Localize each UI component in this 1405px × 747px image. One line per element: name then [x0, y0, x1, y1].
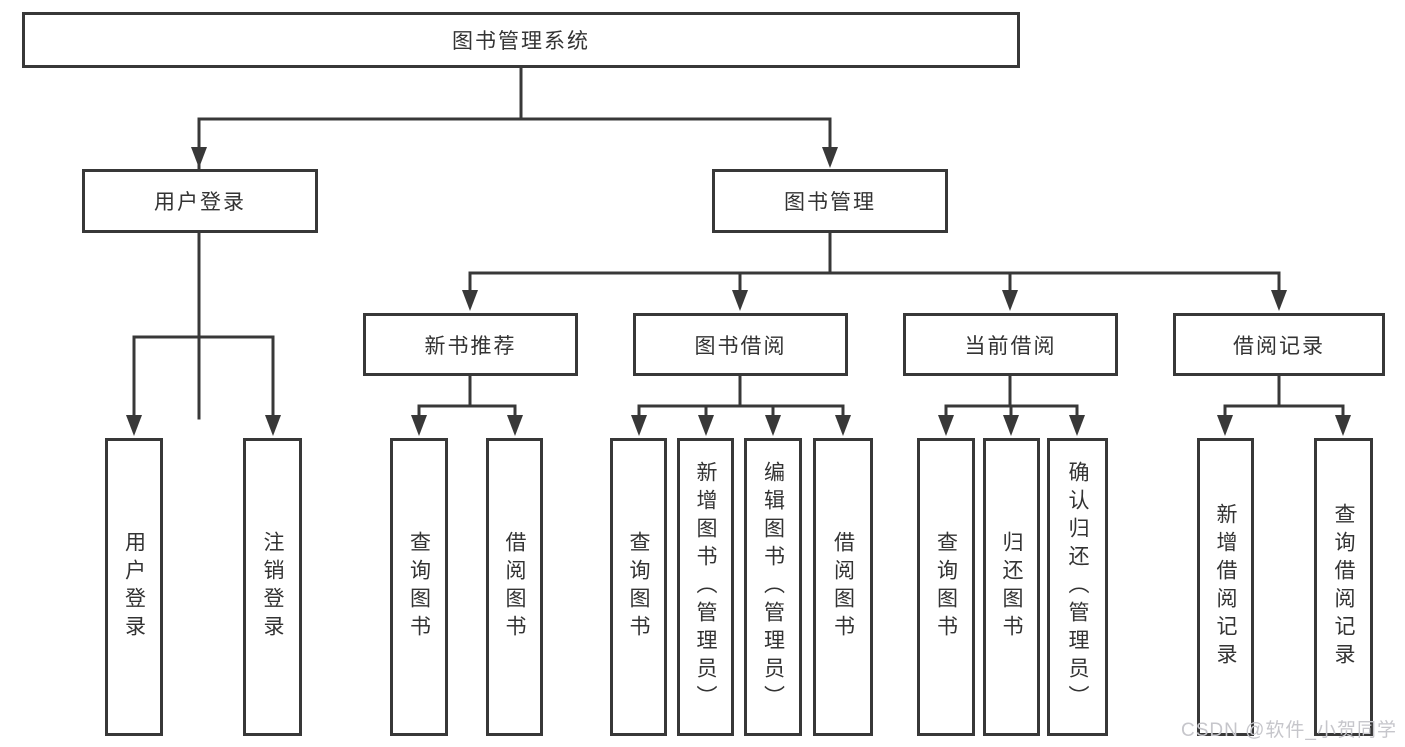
leaf-user-login: 用户登录 — [105, 438, 163, 736]
csdn-watermark: CSDN @软件_小贺同学 — [1181, 720, 1397, 741]
leaf-edit-books-admin-label: 编辑图书（管理员） — [761, 461, 785, 713]
leaf-query-borrow-record: 查询借阅记录 — [1314, 438, 1373, 736]
node-root-system-label: 图书管理系统 — [452, 30, 590, 53]
leaf-confirm-return-admin-label: 确认归还（管理员） — [1066, 461, 1089, 713]
leaf-confirm-return-admin: 确认归还（管理员） — [1047, 438, 1108, 736]
leaf-logout-label: 注销登录 — [261, 531, 284, 643]
node-new-book-recommend: 新书推荐 — [363, 313, 578, 376]
leaf-query-borrow-record-label: 查询借阅记录 — [1332, 503, 1355, 671]
node-root-system: 图书管理系统 — [22, 12, 1020, 68]
node-user-login-label: 用户登录 — [154, 191, 246, 214]
connector-borrow-records — [1223, 374, 1345, 422]
leaf-query-books-1: 查询图书 — [390, 438, 448, 736]
node-new-book-recommend-label: 新书推荐 — [424, 334, 517, 358]
leaf-return-books-label: 归还图书 — [1000, 531, 1023, 643]
leaf-query-books-3: 查询图书 — [917, 438, 975, 736]
leaf-query-books-2-label: 查询图书 — [627, 531, 650, 643]
leaf-borrow-books-1-label: 借阅图书 — [503, 531, 526, 643]
leaf-user-login-label: 用户登录 — [122, 531, 146, 643]
leaf-add-books-admin: 新增图书（管理员） — [677, 438, 734, 736]
node-book-management-label: 图书管理 — [784, 191, 876, 214]
node-current-borrow: 当前借阅 — [903, 313, 1118, 376]
leaf-add-borrow-record-label: 新增借阅记录 — [1214, 503, 1237, 671]
connector-book-borrow — [637, 374, 845, 422]
connector-book-mgmt — [468, 231, 1281, 297]
node-current-borrow-label: 当前借阅 — [964, 334, 1057, 358]
connector-new-book — [417, 374, 517, 422]
leaf-add-borrow-record: 新增借阅记录 — [1197, 438, 1254, 736]
node-borrow-records-label: 借阅记录 — [1233, 334, 1325, 358]
leaf-query-books-2: 查询图书 — [610, 438, 667, 736]
leaf-query-books-1-label: 查询图书 — [407, 531, 431, 643]
connector-user-login — [132, 231, 275, 422]
leaf-borrow-books-2-label: 借阅图书 — [831, 531, 855, 643]
node-book-management: 图书管理 — [712, 169, 948, 233]
node-user-login: 用户登录 — [82, 169, 318, 233]
leaf-return-books: 归还图书 — [983, 438, 1040, 736]
arrowheads — [126, 147, 1351, 436]
leaf-borrow-books-2: 借阅图书 — [813, 438, 873, 736]
connector-current-borrow — [944, 374, 1079, 422]
node-book-borrow-label: 图书借阅 — [694, 334, 787, 358]
leaf-edit-books-admin: 编辑图书（管理员） — [744, 438, 802, 736]
node-borrow-records: 借阅记录 — [1173, 313, 1385, 376]
leaf-logout: 注销登录 — [243, 438, 302, 736]
leaf-borrow-books-1: 借阅图书 — [486, 438, 543, 736]
leaf-query-books-3-label: 查询图书 — [934, 531, 958, 643]
connector-root — [197, 66, 832, 420]
node-book-borrow: 图书借阅 — [633, 313, 848, 376]
leaf-add-books-admin-label: 新增图书（管理员） — [694, 461, 717, 713]
